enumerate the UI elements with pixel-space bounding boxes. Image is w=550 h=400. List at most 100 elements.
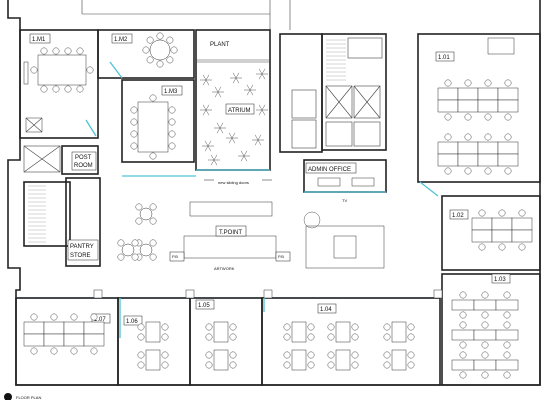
- plant-leaf: [219, 122, 224, 129]
- desk: [473, 299, 497, 311]
- pantry-label-1: PANTRY: [70, 244, 94, 250]
- desk: [213, 349, 229, 371]
- chair: [481, 291, 489, 299]
- chair: [40, 47, 48, 55]
- desk: [477, 153, 499, 167]
- chair: [146, 36, 154, 44]
- round-table: [121, 243, 135, 257]
- plant-leaf: [202, 74, 207, 81]
- plant-leaf: [207, 140, 212, 147]
- meeting-room-m1: 1.M1: [19, 29, 99, 139]
- chair: [142, 46, 150, 54]
- desk: [497, 141, 519, 155]
- desk: [43, 333, 65, 347]
- desk: [63, 333, 85, 347]
- plant-symbol: [214, 122, 226, 134]
- plant-symbol: [200, 74, 212, 86]
- chair: [481, 371, 489, 379]
- chair: [503, 341, 511, 349]
- chair: [327, 361, 335, 369]
- chair: [459, 351, 467, 359]
- sliding-doors-note: new sliding doors: [218, 180, 249, 185]
- round-table: [139, 243, 153, 257]
- chair: [135, 203, 143, 211]
- plant-leaf: [228, 132, 233, 139]
- chair: [383, 323, 391, 331]
- plant-symbol: [212, 86, 224, 98]
- plant-symbol: [238, 150, 250, 162]
- chair: [205, 333, 213, 341]
- chair: [168, 118, 176, 126]
- plant-leaf: [219, 127, 224, 134]
- plant-leaf: [258, 73, 263, 80]
- post-room-label-2: ROOM: [74, 163, 93, 169]
- desk: [437, 99, 459, 113]
- office-1-03: 1.03: [441, 273, 541, 386]
- chair: [52, 85, 60, 93]
- chair: [459, 291, 467, 299]
- plant-leaf: [235, 77, 240, 84]
- desk: [477, 141, 499, 155]
- chair: [444, 167, 452, 175]
- plant-symbol: [256, 68, 268, 80]
- chair: [149, 152, 157, 160]
- desk: [23, 333, 45, 347]
- plant-leaf: [210, 159, 215, 166]
- desk: [335, 349, 351, 371]
- chair: [464, 133, 472, 141]
- plant-leaf: [261, 109, 266, 116]
- chair: [478, 243, 486, 251]
- desk: [495, 329, 519, 341]
- chair: [135, 217, 143, 225]
- chair: [459, 371, 467, 379]
- plant-leaf: [240, 150, 245, 157]
- plant-leaf: [249, 89, 254, 96]
- desk: [391, 349, 407, 371]
- post-room-label-1: POST: [75, 155, 92, 161]
- chair: [229, 361, 237, 369]
- plant-leaf: [228, 137, 233, 144]
- room-label-1-02: 1.02: [452, 213, 464, 219]
- pb-right-label: P.B: [278, 254, 284, 259]
- chair: [137, 333, 145, 341]
- room-label-plant: PLANT: [210, 42, 230, 48]
- chair: [30, 66, 38, 74]
- tv-label: TV: [342, 198, 347, 203]
- chair: [327, 333, 335, 341]
- chair: [503, 291, 511, 299]
- chair: [156, 32, 164, 40]
- desk: [511, 229, 533, 243]
- desk: [437, 141, 459, 155]
- room-label-1-07: 1.07: [94, 317, 106, 323]
- chair: [327, 351, 335, 359]
- open-area: T.POINT P.B P.B ARTWORK: [117, 201, 385, 271]
- chair: [149, 94, 157, 102]
- chair: [90, 347, 98, 355]
- chair: [168, 142, 176, 150]
- floor-plan-label: FLOOR PLAN: [16, 395, 41, 400]
- chair: [229, 323, 237, 331]
- plant-leaf: [205, 79, 210, 86]
- chair: [70, 313, 78, 321]
- atrium: PLANT ATRIUM new sliding doors: [122, 29, 272, 185]
- chair: [131, 239, 139, 247]
- chair: [503, 321, 511, 329]
- desk: [457, 141, 479, 155]
- chair: [459, 341, 467, 349]
- chair: [64, 47, 72, 55]
- desk: [477, 99, 499, 113]
- chair: [481, 311, 489, 319]
- chair: [484, 113, 492, 121]
- plant-leaf: [217, 86, 222, 93]
- chair: [149, 253, 157, 261]
- office-1-02: 1.02: [441, 195, 541, 271]
- plant-leaf: [205, 104, 210, 111]
- chair: [503, 371, 511, 379]
- plant-symbol: [226, 132, 238, 144]
- chair: [117, 253, 125, 261]
- desk: [491, 217, 513, 231]
- room-label-m3: 1.M3: [164, 89, 178, 95]
- chair: [40, 85, 48, 93]
- plant-symbol: [230, 72, 242, 84]
- chair: [283, 361, 291, 369]
